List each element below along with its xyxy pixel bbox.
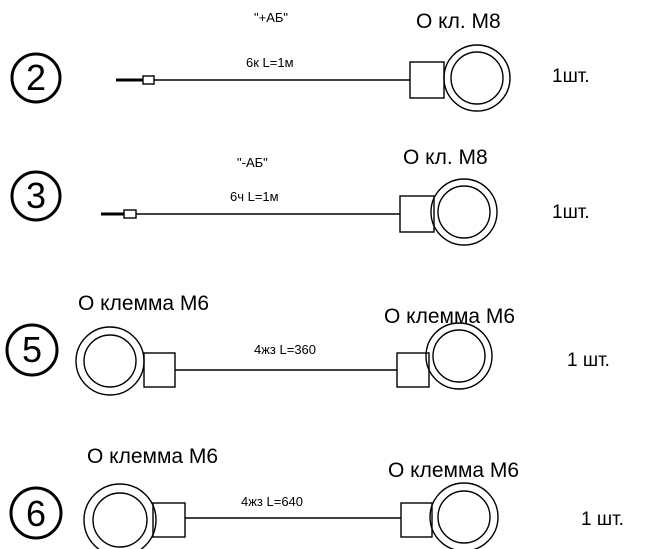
cable-2-ring-terminal-inner xyxy=(450,51,504,105)
cable-5-left-ring-outer xyxy=(75,326,145,396)
cable-2-ferrule xyxy=(142,75,155,85)
cable-6-right-ring-inner xyxy=(437,490,491,544)
cable-2-terminal-label: О кл. М8 xyxy=(416,10,501,33)
cable-3-quantity: 1шт. xyxy=(552,202,590,223)
cable-5-left-terminal-label: О клемма М6 xyxy=(78,292,210,315)
cable-5-wire-spec: 4жз L=360 xyxy=(254,342,317,357)
cable-3-polarity-label: "-АБ" xyxy=(237,155,268,170)
cable-2-polarity-label: "+АБ" xyxy=(254,10,289,25)
cable-3-ring-terminal-outer xyxy=(430,178,498,246)
cable-2-number-circle xyxy=(10,52,62,104)
cable-5-right-crimp xyxy=(396,352,430,388)
cable-6-quantity: 1 шт. xyxy=(581,509,624,530)
cable-6-number-circle xyxy=(9,486,63,540)
cable-2-number: 2 xyxy=(25,57,47,98)
cable-3-ferrule xyxy=(123,209,137,219)
cable-2-drawing xyxy=(10,44,511,112)
cable-6-left-crimp xyxy=(152,502,186,538)
cable-5-left-crimp xyxy=(143,352,176,388)
cable-5-number-circle xyxy=(5,323,59,377)
cable-6-wire-spec: 4жз L=640 xyxy=(241,494,304,509)
cable-3-wire-spec: 6ч L=1м xyxy=(230,189,279,204)
cable-5-right-ring-inner xyxy=(432,329,486,383)
cable-5-right-ring-outer xyxy=(425,322,493,390)
cable-2-terminal-crimp xyxy=(409,61,445,99)
cable-6-number: 6 xyxy=(25,493,47,534)
cable-2-wire-spec: 6к L=1м xyxy=(246,55,294,70)
cable-6-left-terminal-label: О клемма М6 xyxy=(87,445,219,468)
cable-5-number: 5 xyxy=(21,329,43,370)
cable-2-ring-terminal-outer xyxy=(443,44,511,112)
cable-6-right-crimp xyxy=(400,502,433,538)
cable-3-terminal-label: О кл. М8 xyxy=(403,146,488,169)
cable-2-quantity: 1шт. xyxy=(552,66,590,87)
cable-6-drawing xyxy=(9,482,499,549)
cable-6-left-ring-outer xyxy=(83,483,157,549)
cable-3-terminal-crimp xyxy=(399,195,435,233)
cable-5-left-ring-inner xyxy=(83,334,137,388)
cable-6-right-ring-outer xyxy=(429,482,499,549)
cable-3-number: 3 xyxy=(25,175,47,216)
cable-5-quantity: 1 шт. xyxy=(567,350,610,371)
cable-3-ring-terminal-inner xyxy=(437,185,491,239)
cable-5-drawing xyxy=(5,322,493,396)
cable-3-number-circle xyxy=(10,170,62,222)
cable-6-right-terminal-label: О клемма М6 xyxy=(388,459,520,482)
cable-5-right-terminal-label: О клемма М6 xyxy=(384,305,516,328)
cable-6-left-ring-inner xyxy=(92,492,148,548)
cable-3-drawing xyxy=(10,170,498,246)
